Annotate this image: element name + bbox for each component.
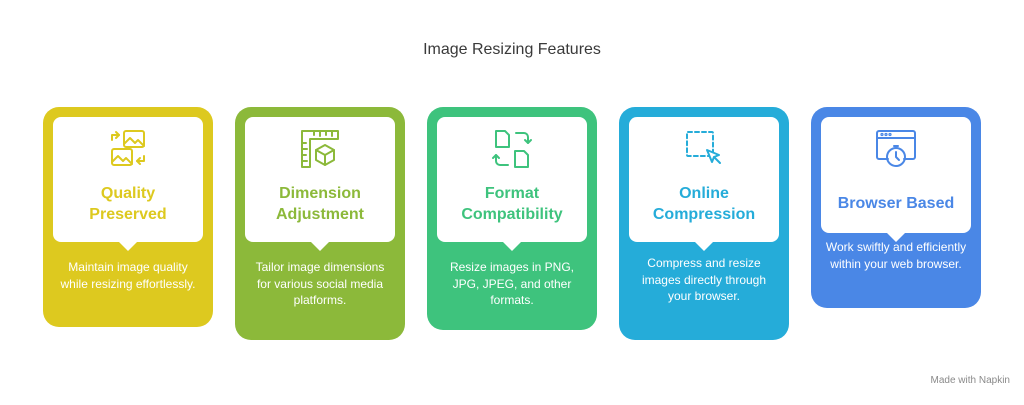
select-cursor-icon [686, 131, 721, 164]
card-description: Work swiftly and efficiently within your… [825, 240, 967, 271]
ruler-cube-icon [301, 130, 339, 168]
card-description: Resize images in PNG, JPG, JPEG, and oth… [449, 260, 575, 307]
card-title-line-1: Quality [100, 185, 156, 202]
card-title-line-1: Online [679, 185, 729, 202]
card-header: Browser Based [821, 117, 971, 242]
card-title-line-2: Compression [652, 206, 756, 223]
card-title-line-2: Preserved [89, 206, 167, 223]
browser-stopwatch-icon [876, 130, 916, 167]
card-title-line-1: Dimension [279, 185, 361, 202]
diagram-title: Image Resizing Features [423, 41, 601, 58]
card-title: Online Compression [633, 183, 775, 225]
card-dimension-adjustment: Dimension Adjustment Tailor image dimens… [235, 107, 405, 340]
card-header: Format Compatibility [437, 117, 587, 251]
card-description: Tailor image dimensions for various soci… [255, 260, 385, 307]
made-with-napkin-footer: Made with Napkin [930, 375, 1010, 386]
card-title: Format Compatibility [441, 183, 583, 225]
image-swap-icon [111, 130, 145, 166]
card-title-line-2: Compatibility [461, 206, 563, 223]
card-header: Dimension Adjustment [245, 117, 395, 251]
card-description: Maintain image quality while resizing ef… [60, 260, 196, 291]
card-title: Quality Preserved [57, 183, 199, 225]
card-description: Compress and resize images directly thro… [641, 256, 767, 303]
card-header: Online Compression [629, 117, 779, 251]
card-header: Quality Preserved [53, 117, 203, 251]
card-quality-preserved: Quality Preserved Maintain image quality… [43, 107, 213, 327]
card-title: Dimension Adjustment [249, 183, 391, 225]
card-online-compression: Online Compression Compress and resize i… [619, 107, 789, 340]
card-browser-based: Browser Based Work swiftly and efficient… [811, 107, 981, 308]
convert-files-icon [492, 130, 532, 168]
card-title-line-2: Adjustment [276, 206, 364, 223]
card-title-line-1: Format [484, 185, 540, 202]
card-title: Browser Based [837, 195, 955, 212]
card-format-compatibility: Format Compatibility Resize images in PN… [427, 107, 597, 330]
